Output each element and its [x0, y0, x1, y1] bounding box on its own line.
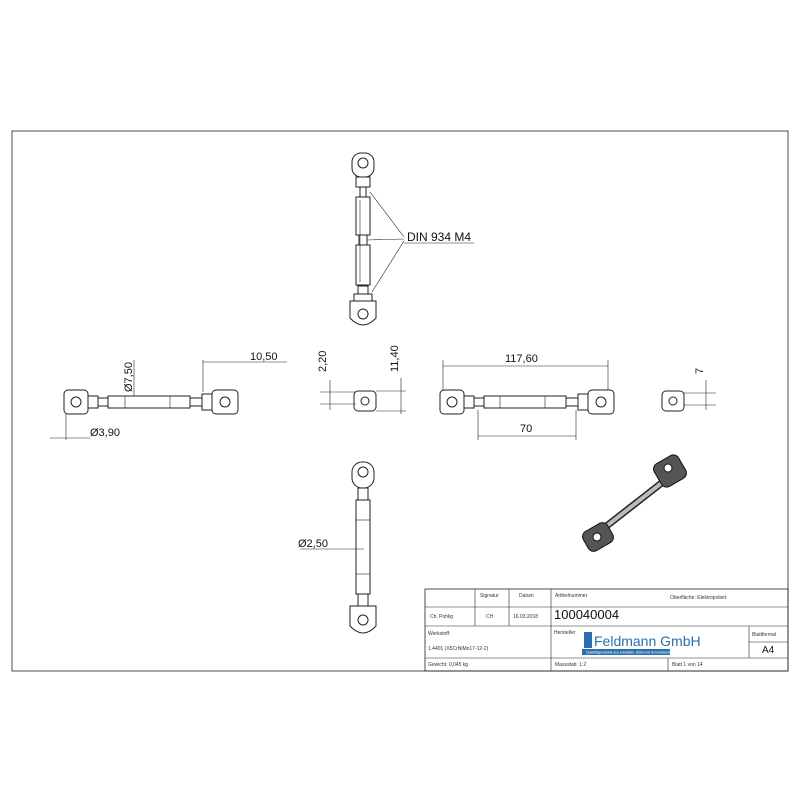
oberflaeche-text: Oberfläche: Elektropoliert [670, 595, 727, 601]
sheet-border [11, 130, 789, 672]
artikelnummer-label: Artikelnummer [555, 593, 588, 599]
dim-10-50: 10,50 [250, 351, 278, 363]
dim-dia-7-50: Ø7,50 [123, 362, 135, 392]
author-name: Ch. Pohlig [430, 614, 453, 620]
signatur-label: Signatur [480, 593, 499, 599]
top-view-turnbuckle: DIN 934 M4 [349, 152, 474, 326]
werkstoff-value: 1.4401 (X5CrNiMo17-12-2) [428, 646, 489, 652]
company-logo: Feldmann GmbH Qualitätsprodukte aus Edel… [582, 632, 701, 655]
dim-11-40: 11,40 [389, 345, 401, 372]
callout-din-934-m4: DIN 934 M4 [407, 230, 471, 244]
logo-mark-icon [584, 632, 592, 648]
dim-dia-2-50: Ø2,50 [298, 538, 328, 550]
bottom-view-turnbuckle: Ø2,50 [298, 461, 377, 634]
dim-dia-3-90: Ø3,90 [90, 427, 120, 439]
dim-7: 7 [694, 368, 706, 374]
company-subtitle: Qualitätsprodukte aus Edelstahl, Stahl u… [586, 651, 674, 655]
blattformat-value: A4 [762, 645, 775, 656]
dim-2-20: 2,20 [317, 351, 329, 372]
datum-label: Datum [519, 593, 534, 599]
far-right-small-view: 7 [661, 368, 716, 412]
gewicht-text: Gewicht: 0,045 kg [428, 662, 468, 668]
massstab-text: Massstab: 1:2 [555, 662, 586, 668]
center-small-view: 2,20 11,40 [317, 345, 406, 414]
datum-value: 16.03.2018 [513, 614, 538, 620]
right-view-turnbuckle: 117,60 70 [439, 353, 615, 440]
artikelnummer-value: 100040004 [554, 607, 619, 622]
blattformat-label: Blattformat [752, 632, 777, 638]
company-name: Feldmann GmbH [594, 633, 701, 649]
isometric-view [582, 454, 687, 552]
title-block: Signatur Datum Artikelnummer Oberfläche:… [424, 588, 789, 672]
dim-70: 70 [520, 423, 532, 435]
dim-117-60: 117,60 [505, 353, 538, 365]
blatt-text: Blatt 1 von 14 [672, 662, 703, 668]
hersteller-label: Hersteller [554, 630, 576, 636]
left-view-turnbuckle: Ø7,50 10,50 Ø3,90 [50, 351, 287, 440]
signatur-value: CH [486, 614, 494, 620]
werkstoff-label: Werkstoff: [428, 631, 450, 637]
